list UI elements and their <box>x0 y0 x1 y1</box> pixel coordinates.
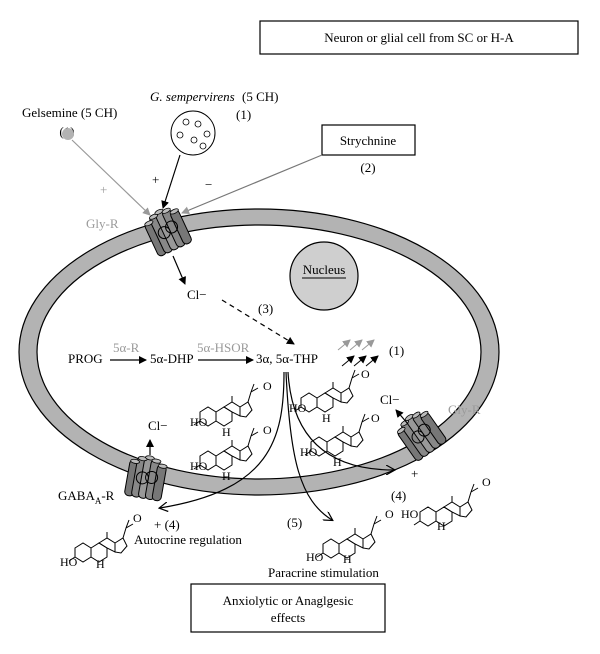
thp-label: 3α, 5α-THP <box>256 351 318 366</box>
steroid-h-label: H <box>222 425 231 439</box>
steroid-ho-label: HO <box>190 459 208 473</box>
nucleus-label: Nucleus <box>303 262 346 277</box>
steroid-ho-label: HO <box>300 445 318 459</box>
steroid-ho-label: HO <box>289 401 307 415</box>
step-3-label: (3) <box>258 301 273 316</box>
sempervirens-plus: + <box>152 172 159 187</box>
effects-box: Anxiolytic or Anaglgesic effects <box>190 583 386 633</box>
enzyme-5a-r: 5α-R <box>113 340 140 355</box>
steroid-h-label: H <box>96 557 105 571</box>
effects-line-1: Anxiolytic or Anaglgesic <box>223 593 354 608</box>
title-box: Neuron or glial cell from SC or H-A <box>259 20 579 55</box>
steroid-o-label: O <box>361 367 370 381</box>
autocrine-label: Autocrine regulation <box>134 532 242 547</box>
steroid-ho-label: HO <box>401 507 419 521</box>
prog-label: PROG <box>68 351 103 366</box>
steroid-ho-label: HO <box>306 550 324 564</box>
steroid-molecule <box>68 519 134 563</box>
gaba-a-label: GABAA-R <box>58 488 115 506</box>
steroid-h-label: H <box>437 519 446 533</box>
paracrine-label: Paracrine stimulation <box>268 565 379 580</box>
steroid-o-label: O <box>482 475 491 489</box>
glyr-right-label: Gly-R <box>448 402 481 417</box>
cell-interior <box>36 224 482 480</box>
steroid-o-label: O <box>385 507 394 521</box>
chloride-top: Cl− <box>187 287 207 302</box>
steroid-ho-label: HO <box>190 415 208 429</box>
nucleus: Nucleus <box>289 241 359 311</box>
increase-number: (1) <box>389 343 404 358</box>
effects-line-2: effects <box>271 610 305 625</box>
strychnine-group: Strychnine (2) − <box>181 124 416 215</box>
enzyme-5a-hsor: 5α-HSOR <box>197 340 250 355</box>
autocrine-marker: + (4) <box>154 517 180 532</box>
strychnine-minus: − <box>205 177 212 192</box>
steroid-h-label: H <box>343 552 352 566</box>
sempervirens-group: G. sempervirens (5 CH) (1) + <box>150 89 278 209</box>
sempervirens-vesicle-icon <box>170 110 216 156</box>
right-number: (4) <box>391 488 406 503</box>
gelsemine-plus: + <box>100 182 107 197</box>
steroid-h-label: H <box>322 411 331 425</box>
chloride-right: Cl− <box>380 392 400 407</box>
dhp-label: 5α-DHP <box>150 351 194 366</box>
title-text: Neuron or glial cell from SC or H-A <box>324 30 514 45</box>
strychnine-number: (2) <box>360 160 375 175</box>
increase-arrows-icon <box>337 339 379 367</box>
steroid-ho-label: HO <box>60 555 78 569</box>
steroid-o-label: O <box>263 423 272 437</box>
steroid-o-label: O <box>263 379 272 393</box>
steroid-o-label: O <box>371 411 380 425</box>
gelsemine-label: Gelsemine (5 CH) <box>22 105 117 120</box>
steroid-h-label: H <box>222 469 231 483</box>
steroid-molecule <box>413 483 479 527</box>
glyr-top-label: Gly-R <box>86 216 119 231</box>
sempervirens-number: (1) <box>236 107 251 122</box>
chloride-left: Cl− <box>148 418 168 433</box>
right-plus: + <box>411 466 418 481</box>
steroid-h-label: H <box>333 455 342 469</box>
sempervirens-label: G. sempervirens (5 CH) <box>150 89 278 104</box>
gelsemine-molecule-icon <box>62 128 74 140</box>
gelsemine-group: Gelsemine (5 CH) (1) + <box>22 105 151 216</box>
paracrine-number: (5) <box>287 515 302 530</box>
steroid-o-label: O <box>133 511 142 525</box>
strychnine-label: Strychnine <box>340 133 397 148</box>
neurosteroid-pathway: PROG 5α-R 5α-DHP 5α-HSOR 3α, 5α-THP <box>68 340 318 366</box>
